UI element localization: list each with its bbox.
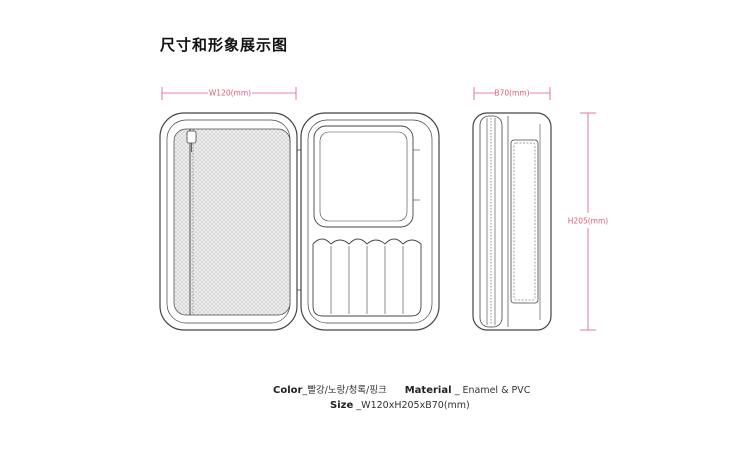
width-label: W120(mm) (209, 89, 251, 98)
mesh-pocket (173, 128, 291, 316)
mirror (319, 131, 408, 222)
case-right-half (300, 112, 440, 331)
handle-strap (510, 139, 539, 304)
mirror-frame (313, 125, 414, 228)
size-label: Size (330, 400, 354, 411)
case-hinge (297, 149, 301, 291)
color-value: _빨강/노랑/청록/핑크 (302, 385, 387, 396)
material-value: _ Enamel & PVC (454, 385, 531, 396)
depth-dimension: B70(mm) (473, 87, 551, 100)
material-label: Material (404, 385, 452, 396)
case-side-view (472, 112, 552, 331)
height-label: H205(mm) (568, 217, 608, 226)
size-value: _W120xH205xB70(mm) (356, 400, 470, 411)
page-title: 尺寸和形象展示图 (160, 36, 289, 54)
depth-label: B70(mm) (494, 89, 529, 98)
height-dimension: H205(mm) (568, 112, 608, 331)
width-dimension: W120(mm) (161, 87, 297, 100)
case-left-half (159, 112, 298, 331)
pen-slot-pocket (312, 238, 422, 317)
color-label: Color (273, 385, 303, 396)
zipper-pull-icon (186, 130, 197, 144)
